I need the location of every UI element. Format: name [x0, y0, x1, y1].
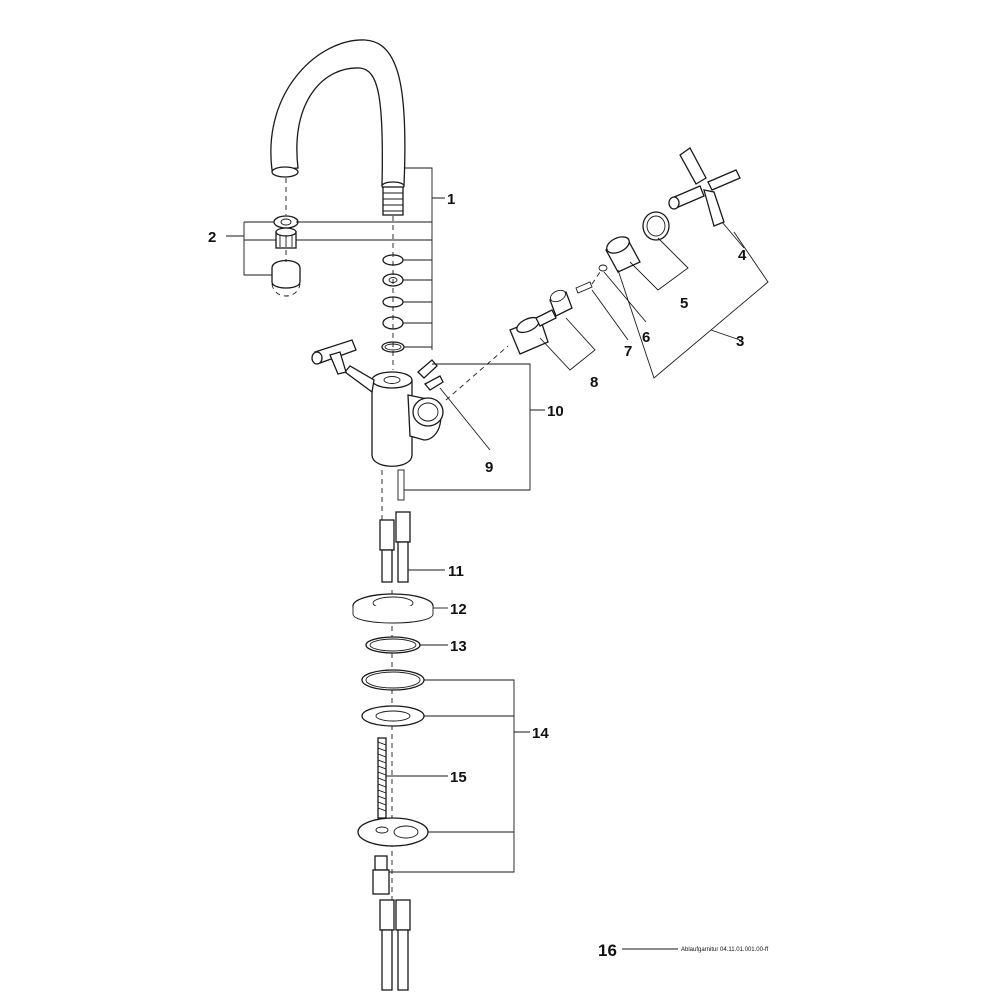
callout-4: 4: [738, 247, 747, 264]
callout-3: 3: [736, 333, 744, 350]
callout-5: 5: [680, 295, 688, 312]
callout-11: 11: [448, 563, 464, 580]
callout-16: 16: [598, 941, 617, 960]
callout-2: 2: [208, 229, 216, 246]
callout-9: 9: [485, 459, 493, 476]
callout-10: 10: [547, 403, 564, 420]
callout-8: 8: [590, 374, 598, 391]
callout-14: 14: [532, 725, 549, 742]
valve-cartridge: [509, 309, 557, 355]
cross-handle: [668, 147, 741, 227]
trim-ring: [642, 211, 670, 241]
callout-1: 1: [447, 191, 455, 208]
callout-15: 15: [450, 769, 467, 786]
faucet-body: [311, 339, 444, 501]
aerator-parts: [271, 215, 301, 297]
callout-12: 12: [450, 601, 467, 618]
threaded-rod: [377, 737, 387, 819]
base-ring: [352, 593, 434, 624]
callout-13: 13: [450, 638, 467, 655]
hose-ends: [379, 899, 411, 991]
spline-adapter: [549, 289, 573, 317]
spout: [270, 39, 406, 216]
small-screw: [575, 264, 608, 294]
leader-lines: [226, 167, 769, 950]
supply-hoses: [379, 511, 411, 583]
drain-set-note: Ablaufgarnitur 04.11.01.001.00-ff: [681, 947, 769, 953]
mounting-washers: [357, 669, 429, 895]
callout-6: 6: [642, 329, 650, 346]
grub-screw: [417, 359, 444, 391]
callout-7: 7: [624, 343, 632, 360]
